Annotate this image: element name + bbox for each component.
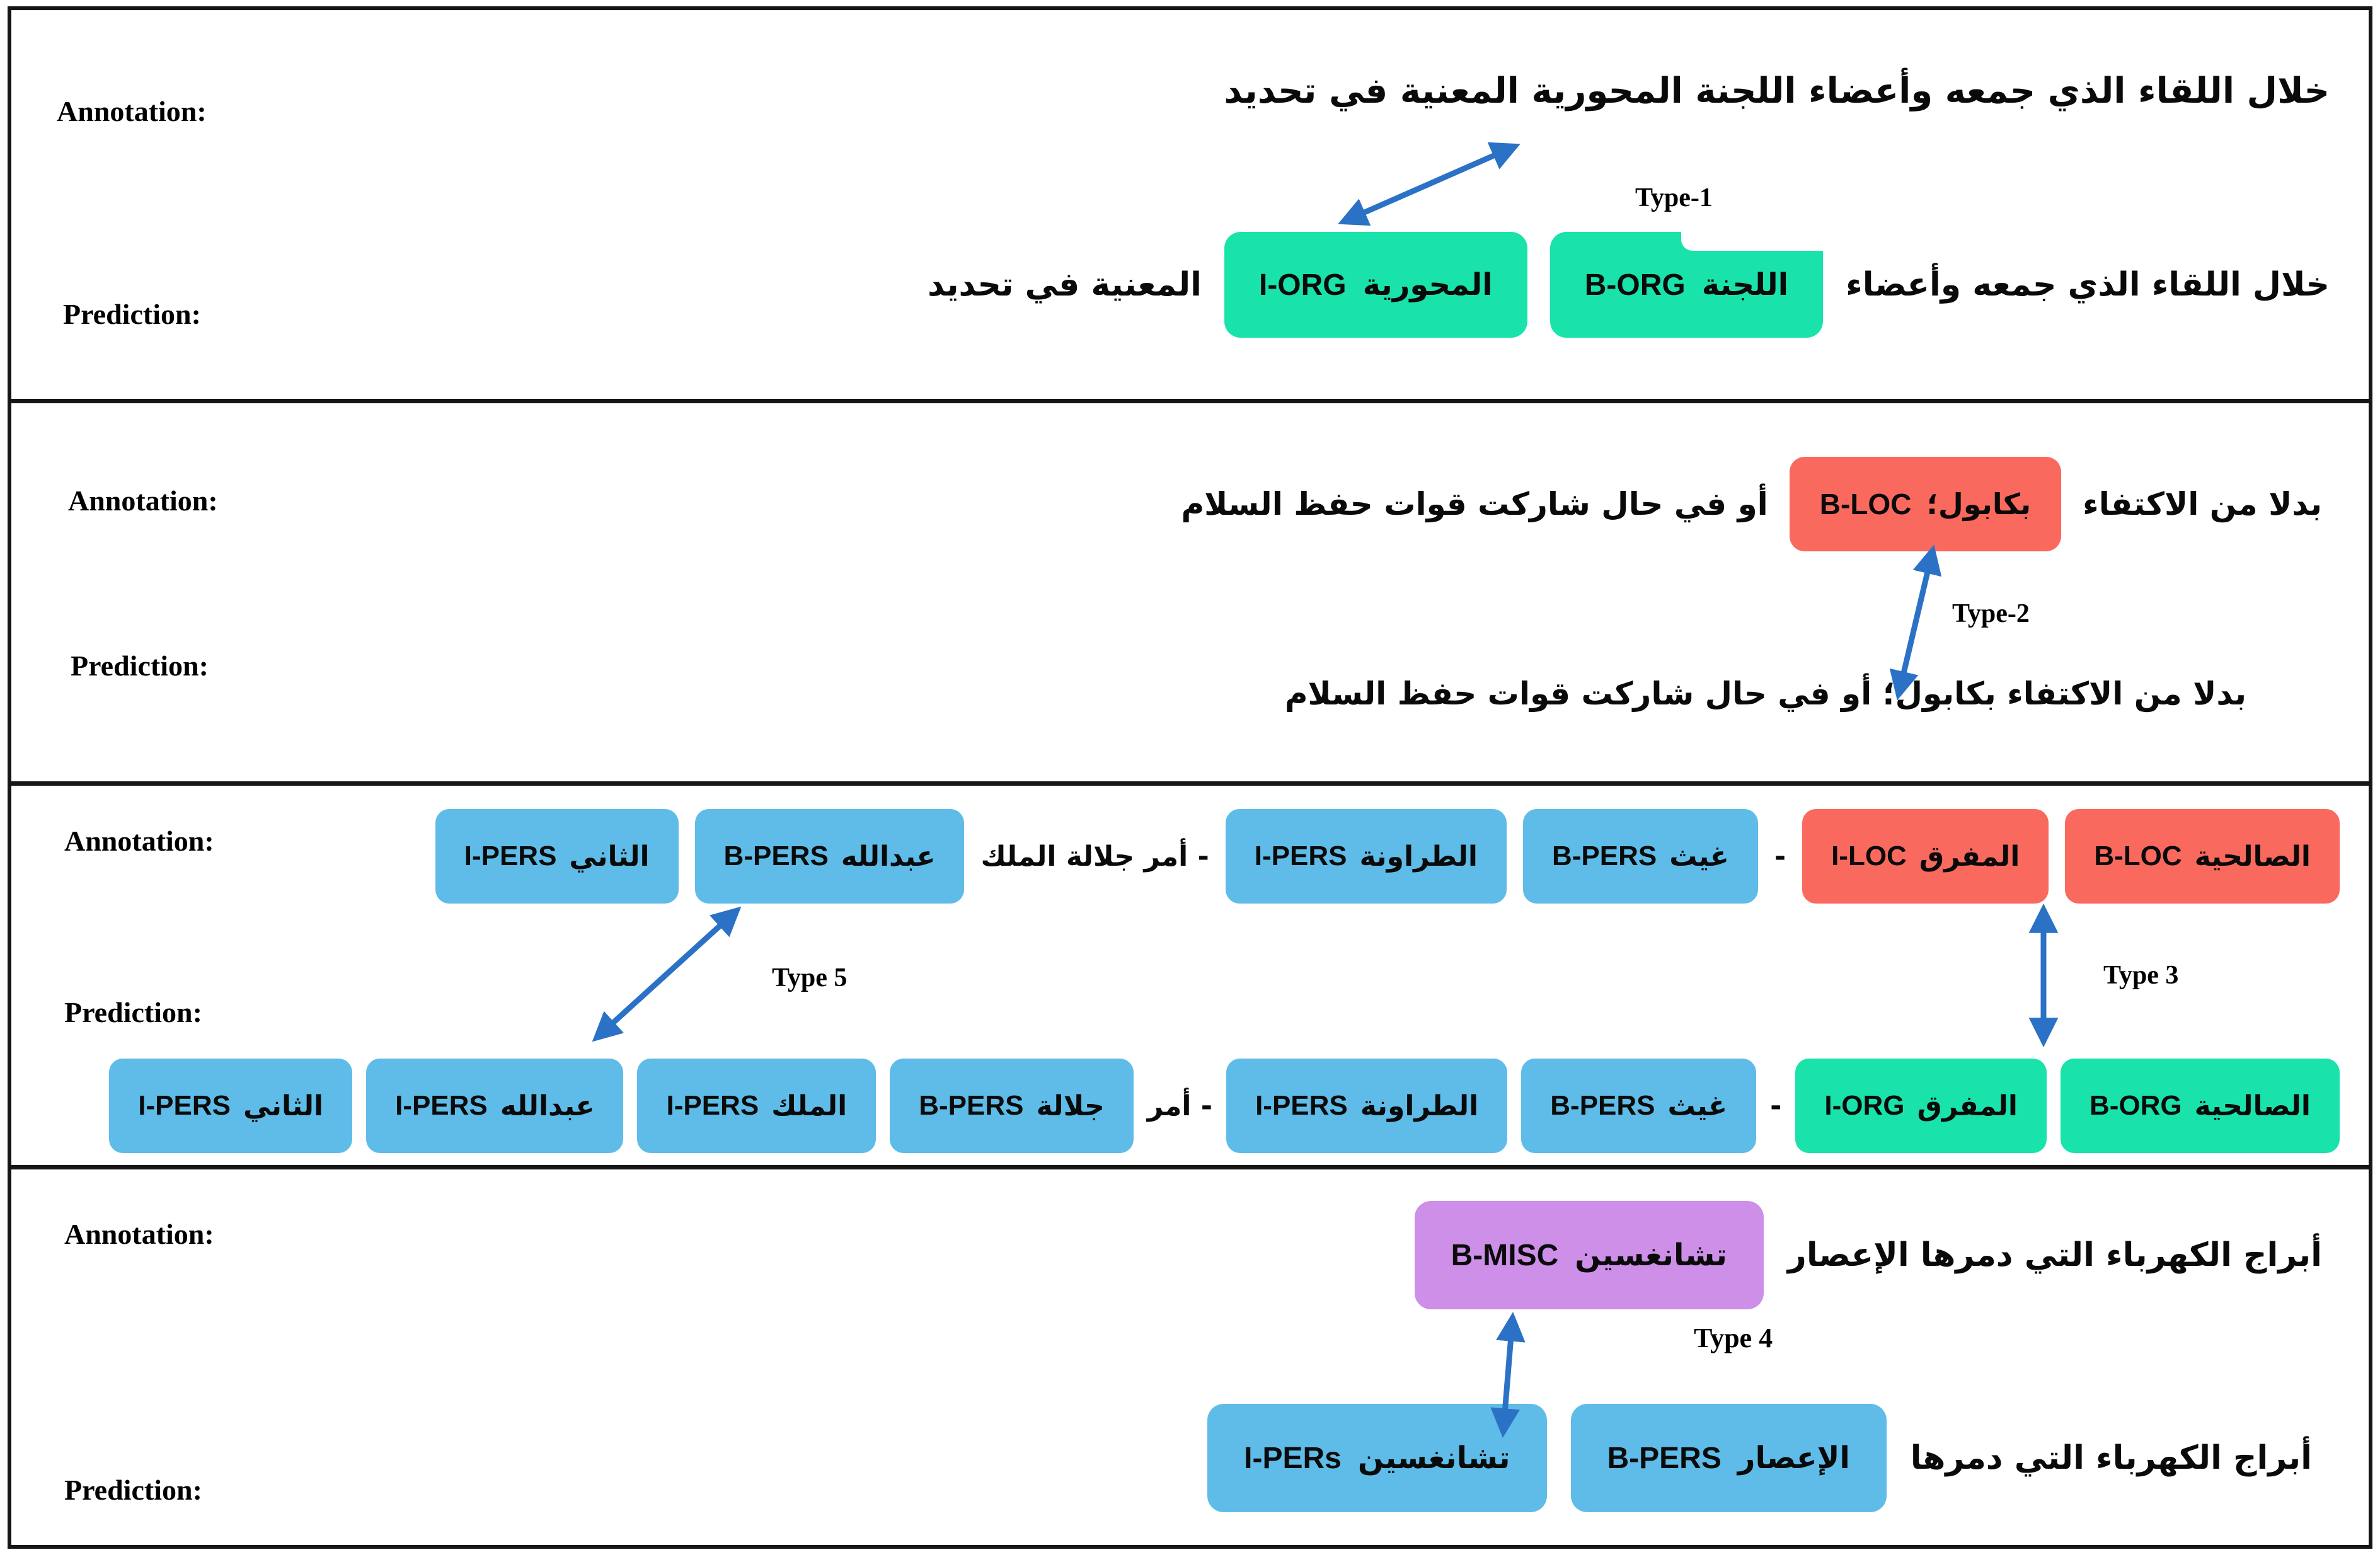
chip-word: الإعصار: [1737, 1440, 1850, 1476]
sentence-fragment: أبراج الكهرباء التي دمرها: [1910, 1439, 2312, 1477]
annotation-token-row: بدلا من الاكتفاء بكابول؛ B-LOC أو في حال…: [1181, 454, 2322, 554]
entity-chip-b-org: الصالحية B-ORG: [2060, 1059, 2340, 1153]
chip-tag: B-ORG: [2089, 1090, 2182, 1121]
entity-chip-i-loc: المفرق I-LOC: [1802, 809, 2049, 904]
entity-chip-i-org: المفرق I-ORG: [1795, 1059, 2047, 1153]
sentence-fragment: - أمر جلالة الملك: [980, 840, 1209, 873]
entity-chip-b-pers: عبدالله B-PERS: [694, 809, 965, 904]
chip-tag: B-PERS: [1551, 841, 1657, 871]
chip-word: المفرق: [1919, 840, 2020, 873]
entity-chip-b-pers: الإعصار B-PERS: [1570, 1404, 1887, 1512]
entity-chip-b-pers: غيث B-PERS: [1522, 809, 1758, 904]
chip-word: الملك: [771, 1089, 848, 1122]
chip-word: جلالة: [1036, 1089, 1105, 1122]
chip-word: الثاني: [243, 1089, 324, 1122]
chip-tag: B-MISC: [1451, 1238, 1559, 1272]
chip-tag: I-ORG: [1824, 1090, 1905, 1121]
chip-tag: B-PERS: [1550, 1090, 1655, 1121]
error-type-1-label: Type-1: [1635, 183, 1713, 212]
chip-word: تشانغسين: [1575, 1238, 1727, 1273]
chip-tag: B-ORG: [1584, 268, 1686, 302]
chip-word: الطراونة: [1360, 1089, 1479, 1122]
chip-word: الثاني: [569, 840, 650, 873]
chip-tag: I-ORG: [1258, 268, 1347, 302]
panel-separator-3: [10, 1165, 2370, 1169]
chip-tag: I-PERS: [1255, 1090, 1348, 1121]
prediction-row-label: Prediction:: [63, 298, 201, 330]
entity-chip-i-pers: الثاني I-PERS: [435, 809, 679, 904]
entity-chip-b-pers: جلالة B-PERS: [890, 1059, 1134, 1153]
sentence-fragment: أو في حال شاركت قوات حفظ السلام: [1181, 486, 1768, 522]
error-type-3-label: Type 3: [2103, 961, 2179, 990]
chip-tag: I-PERS: [138, 1090, 231, 1121]
entity-chip-i-pers: تشانغسين I-PERs: [1207, 1404, 1547, 1512]
chip-tag: B-PERS: [919, 1090, 1024, 1121]
entity-chip-i-pers: عبدالله I-PERS: [366, 1059, 624, 1153]
annotation-row-label: Annotation:: [64, 1218, 214, 1250]
entity-chip-i-pers: الملك I-PERS: [637, 1059, 877, 1153]
chip-tag: B-LOC: [2094, 841, 2182, 871]
annotation-token-row: الصالحية B-LOC المفرق I-LOC - غيث B-PERS…: [435, 808, 2340, 905]
sentence-fragment: المعنية في تحديد: [927, 266, 1202, 304]
chip-tag: B-PERS: [723, 841, 829, 871]
chip-tag: I-PERS: [464, 841, 557, 871]
sentence-fragment: أبراج الكهرباء التي دمرها الإعصار: [1787, 1236, 2322, 1274]
chip-tag: I-PERs: [1244, 1441, 1342, 1475]
dash-token: -: [1774, 840, 1786, 873]
dash-token: -: [1770, 1089, 1782, 1122]
prediction-row-label: Prediction:: [71, 650, 209, 682]
chip-word: المفرق: [1917, 1089, 2018, 1122]
sentence-fragment: - أمر: [1147, 1089, 1213, 1122]
chip-word: عبدالله: [500, 1089, 595, 1122]
chip-word: غيث: [1667, 1089, 1728, 1122]
chip-tag: B-PERS: [1607, 1441, 1722, 1475]
prediction-token-row: الصالحية B-ORG المفرق I-ORG - غيث B-PERS…: [109, 1057, 2340, 1154]
entity-chip-i-pers: الثاني I-PERS: [109, 1059, 353, 1153]
error-type-2-label: Type-2: [1952, 599, 2030, 628]
entity-chip-b-org: اللجنة B-ORG: [1549, 232, 1824, 338]
annotation-row-label: Annotation:: [64, 825, 214, 857]
chip-tag: I-PERS: [395, 1090, 488, 1121]
error-type-4-label: Type 4: [1694, 1323, 1773, 1353]
entity-chip-b-misc: تشانغسين B-MISC: [1414, 1201, 1764, 1309]
prediction-row-label: Prediction:: [64, 996, 202, 1028]
chip-tag: I-PERS: [1254, 841, 1347, 871]
entity-chip-b-pers: غيث B-PERS: [1521, 1059, 1757, 1153]
chip-tag: I-PERS: [666, 1090, 759, 1121]
chip-tag: I-LOC: [1831, 841, 1907, 871]
sentence-fragment: خلال اللقاء الذي جمعه وأعضاء: [1846, 266, 2330, 304]
figure-frame: [8, 6, 2372, 1549]
panel-separator-2: [10, 781, 2370, 786]
annotation-sentence: خلال اللقاء الذي جمعه وأعضاء اللجنة المح…: [1224, 71, 2330, 112]
prediction-token-row: خلال اللقاء الذي جمعه وأعضاء اللجنة B-OR…: [928, 231, 2330, 339]
annotation-row-label: Annotation:: [68, 485, 218, 517]
error-type-5-label: Type 5: [772, 963, 848, 992]
chip-word: غيث: [1669, 840, 1729, 873]
chip-word: الصالحية: [2194, 1089, 2311, 1122]
chip-word: اللجنة: [1701, 267, 1789, 302]
panel-separator-1: [10, 399, 2370, 403]
entity-chip-b-loc: بكابول؛ B-LOC: [1789, 457, 2062, 551]
chip-word: بكابول؛: [1926, 487, 2032, 521]
sentence-fragment: بدلا من الاكتفاء: [2083, 486, 2322, 522]
prediction-row-label: Prediction:: [64, 1474, 202, 1506]
chip-word: عبدالله: [841, 840, 936, 873]
annotation-row-label: Annotation:: [57, 95, 207, 127]
chip-word: الصالحية: [2194, 840, 2311, 873]
chip-word: تشانغسين: [1357, 1440, 1510, 1476]
entity-chip-i-pers: الطراونة I-PERS: [1226, 1059, 1508, 1153]
entity-chip-i-pers: الطراونة I-PERS: [1225, 809, 1507, 904]
prediction-token-row: أبراج الكهرباء التي دمرها الإعصار B-PERS…: [1207, 1403, 2312, 1513]
annotation-token-row: أبراج الكهرباء التي دمرها الإعصار تشانغس…: [1414, 1198, 2322, 1312]
chip-word: الطراونة: [1359, 840, 1478, 873]
chip-tag: B-LOC: [1819, 488, 1912, 520]
entity-chip-i-org: المحورية I-ORG: [1224, 232, 1527, 338]
chip-word: المحورية: [1362, 267, 1493, 302]
entity-chip-b-loc: الصالحية B-LOC: [2065, 809, 2340, 904]
chip-step-notch: [1681, 232, 1824, 251]
prediction-sentence: بدلا من الاكتفاء بكابول؛ أو في حال شاركت…: [1284, 675, 2246, 712]
